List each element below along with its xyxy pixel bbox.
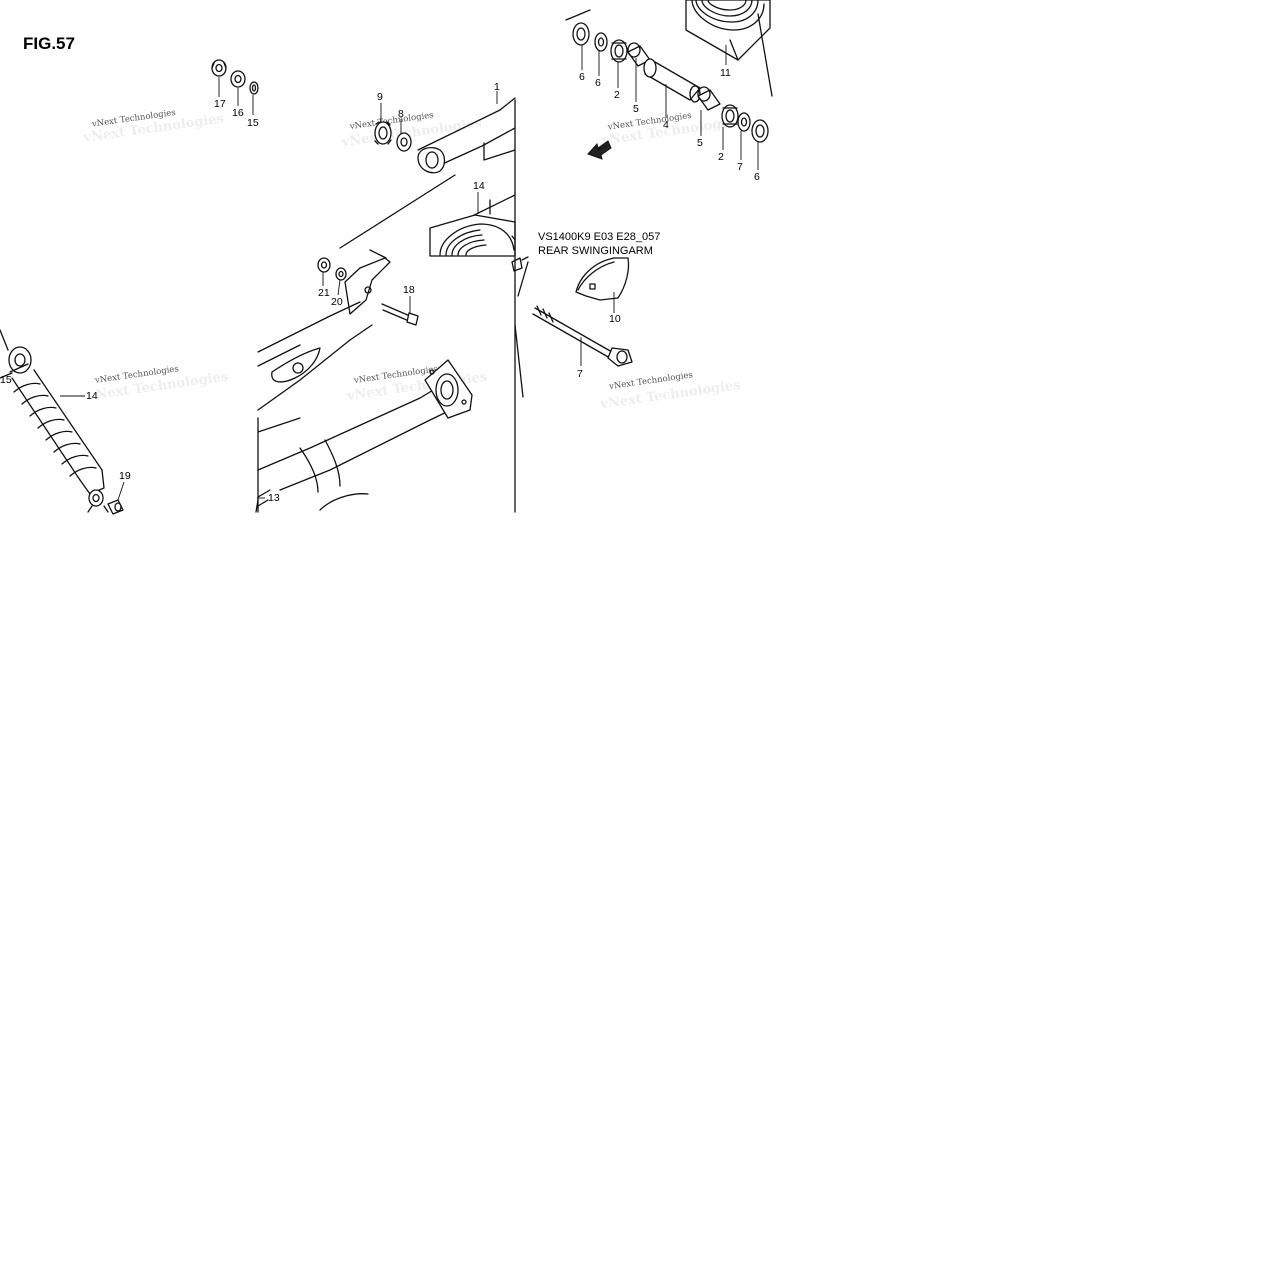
part-number-6-right: 7: [737, 161, 743, 173]
pivot-shaft-3: [643, 58, 701, 103]
bearing-2-left: [610, 39, 628, 63]
figure-title: REAR SWINGINGARM: [538, 245, 653, 257]
part-number-15: 15: [247, 117, 259, 129]
bolt-18: [381, 303, 419, 326]
clip: [511, 256, 529, 272]
part-number-5-left: 6: [579, 71, 585, 83]
pivot-bolt-7: [532, 305, 633, 367]
arm-edge-right: [517, 261, 529, 297]
part-number-15-left: 15: [0, 374, 12, 386]
bracket: [344, 249, 391, 315]
part-number-9: 9: [377, 91, 383, 103]
part-number-7: 7: [577, 368, 583, 380]
watermark-4: vNext Technologies vNext Technologies: [86, 364, 229, 404]
boot-12: [429, 199, 516, 257]
part-number-14: 14: [86, 390, 98, 402]
figure-code: VS1400K9 E03 E28_057: [538, 231, 660, 243]
spacer-8: [396, 132, 412, 152]
bearing-9: [374, 121, 392, 145]
dust-seal-5-right: [751, 119, 769, 143]
part-number-4-left: 5: [633, 103, 639, 115]
part-number-10: 10: [609, 313, 621, 325]
part-number-5-right: 6: [754, 171, 760, 183]
chain-guard-10: [575, 257, 630, 301]
bearing-2-right: [721, 104, 739, 128]
part-number-8: 8: [398, 108, 404, 120]
part-number-11: 11: [720, 67, 731, 79]
part-number-18: 18: [403, 284, 415, 296]
nut-21: [317, 257, 331, 273]
part-number-2-left: 2: [614, 89, 620, 101]
swingarm-1: [255, 97, 516, 513]
front-arrow-icon: [587, 140, 612, 160]
sleeve-4-right: [697, 86, 721, 111]
washer-6-left: [594, 32, 608, 52]
watermark-1: vNext Technologies vNext Technologies: [82, 108, 225, 146]
arm-edge-lower: [514, 324, 524, 398]
bushing-19: [107, 499, 124, 515]
washer-20: [335, 267, 347, 281]
part-number-21: 21: [318, 287, 330, 299]
sleeve-4-left: [627, 42, 651, 67]
watermark-6: vNext Technologies vNext Technologies: [599, 370, 742, 412]
arm-edge: [565, 9, 591, 21]
washer-16: [230, 70, 246, 88]
part-number-4-right: 5: [697, 137, 703, 149]
part-number-2-right: 2: [718, 151, 724, 163]
part-number-1: 1: [494, 81, 500, 93]
part-number-17: 17: [214, 98, 226, 110]
washer-15: [249, 81, 259, 95]
part-number-6-left: 6: [595, 77, 601, 89]
washer-6-right: [737, 112, 751, 132]
part-number-3: 4: [663, 119, 669, 131]
nut-17: [211, 59, 227, 77]
shock-absorber-14: [0, 329, 109, 513]
figure-number: FIG.57: [23, 34, 75, 53]
boot-11: [685, 0, 773, 97]
dust-seal-5-left: [572, 22, 590, 46]
part-number-20: 20: [331, 296, 343, 308]
part-number-13: 13: [268, 492, 280, 504]
watermark-3: vNext Technologies vNext Technologies: [600, 111, 743, 149]
part-number-12: 14: [473, 180, 485, 192]
part-number-16: 16: [232, 107, 244, 119]
part-number-19: 19: [119, 470, 131, 482]
